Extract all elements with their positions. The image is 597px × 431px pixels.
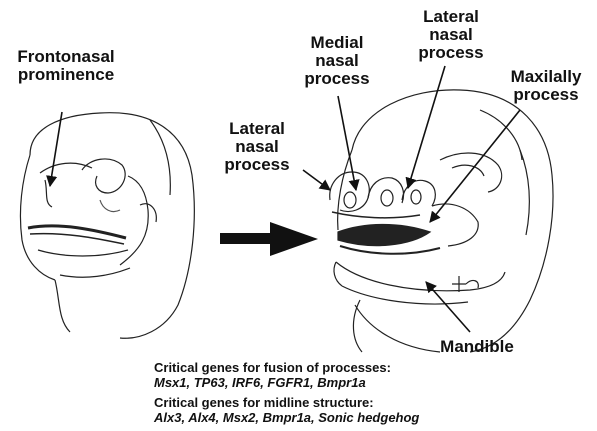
- label-line: process: [500, 86, 592, 104]
- pointer-maxillary: [430, 110, 520, 222]
- label-pointers: [50, 66, 520, 332]
- left-embryo-sketch: [20, 113, 194, 339]
- pointer-lateral-nasal-left: [303, 170, 330, 190]
- label-line: process: [292, 70, 382, 88]
- label-line: nasal: [292, 52, 382, 70]
- label-line: prominence: [6, 66, 126, 84]
- caption-midline-heading: Critical genes for midline structure:: [154, 395, 374, 410]
- label-maxillary-process: Maxilally process: [500, 68, 592, 104]
- label-line: Frontonasal: [6, 48, 126, 66]
- label-line: Maxilally: [500, 68, 592, 86]
- caption-midline-genes: Alx3, Alx4, Msx2, Bmpr1a, Sonic hedgehog: [154, 410, 419, 425]
- label-line: nasal: [406, 26, 496, 44]
- label-frontonasal-prominence: Frontonasal prominence: [6, 48, 126, 84]
- label-line: process: [406, 44, 496, 62]
- label-line: process: [212, 156, 302, 174]
- caption-fusion-heading: Critical genes for fusion of processes:: [154, 360, 391, 375]
- label-mandible: Mandible: [432, 338, 522, 356]
- pointer-mandible: [426, 282, 470, 332]
- pointer-lateral-nasal-top: [408, 66, 445, 188]
- progression-arrow: [220, 222, 318, 256]
- label-lateral-nasal-process-top: Lateral nasal process: [406, 8, 496, 62]
- label-line: nasal: [212, 138, 302, 156]
- label-medial-nasal-process: Medial nasal process: [292, 34, 382, 88]
- right-embryo-sketch: [330, 90, 553, 352]
- caption-fusion-genes: Msx1, TP63, IRF6, FGFR1, Bmpr1a: [154, 375, 366, 390]
- label-line: Medial: [292, 34, 382, 52]
- label-lateral-nasal-process-left: Lateral nasal process: [212, 120, 302, 174]
- label-line: Lateral: [406, 8, 496, 26]
- label-line: Lateral: [212, 120, 302, 138]
